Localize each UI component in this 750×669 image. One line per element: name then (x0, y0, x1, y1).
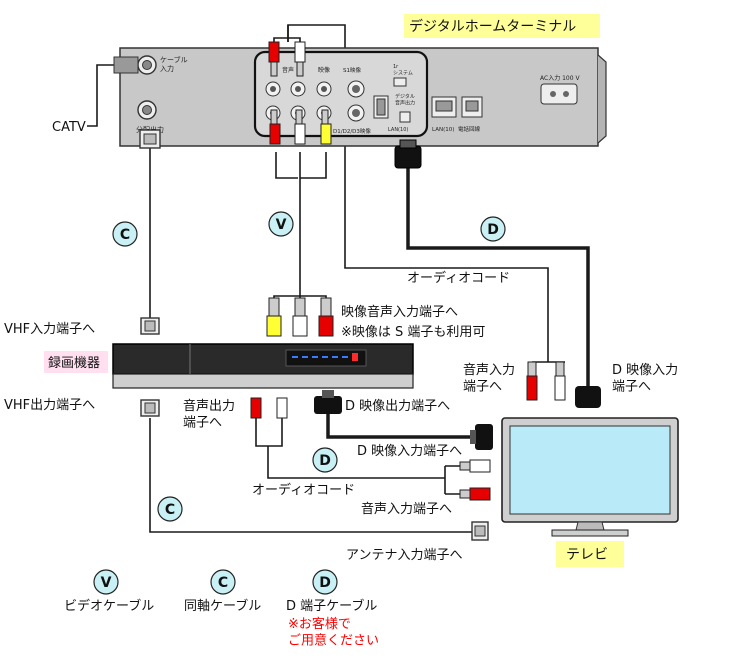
av-in-label-line1: 映像音声入力端子へ (341, 304, 458, 320)
d-in-top-label: D 映像入力端子へ (612, 363, 678, 394)
antenna-in-label: アンテナ入力端子へ (346, 548, 462, 563)
text-line: 端子へ (183, 415, 222, 430)
svg-text:C: C (218, 575, 228, 591)
coax-plug-terminal (139, 129, 161, 149)
catv-cable (87, 64, 122, 127)
audio-cord-bottom-label: オーディオコード (252, 482, 355, 498)
tuner-out-jack (137, 100, 157, 120)
audio-cord-top-split (273, 25, 301, 42)
terminal-name-tag: デジタルホームターミナル (404, 14, 600, 38)
s-video-label: S1映像 (343, 66, 361, 74)
ac-label: AC入力 100 V (540, 74, 580, 82)
terminal-top-plugs (268, 41, 306, 77)
av-in-label-line2: ※映像は S 端子も利用可 (341, 325, 485, 340)
svg-text:C: C (120, 227, 130, 243)
audio-cord-top-label: オーディオコード (407, 270, 510, 286)
terminal-d-plug (394, 139, 422, 169)
svg-text:D: D (487, 222, 499, 238)
audio-in-bottom-label: 音声入力端子へ (361, 501, 452, 517)
text-line: 端子へ (612, 379, 651, 394)
badge-d-top: D (480, 216, 506, 242)
user-supplied-note: ※お客様でご用意ください (288, 616, 379, 648)
legend-coax-cable: 同軸ケーブル (184, 598, 261, 614)
badge-d-mid: D (312, 447, 338, 473)
badges: C V D D C V C D (93, 211, 506, 595)
phone-port-label: 電話回線 (458, 125, 481, 133)
svg-text:D: D (319, 453, 331, 469)
tv-name-tag: テレビ (556, 541, 624, 567)
text-line: システム (393, 70, 413, 76)
cable-in-jack (113, 55, 157, 75)
digital-home-terminal: ケーブル入力 分配出力 音声 映像 S1映像 D1 (113, 47, 607, 149)
catv-label: CATV (52, 120, 86, 135)
d-cable-bottom (326, 412, 478, 439)
text-line: 端子へ (463, 379, 502, 394)
tv-name: テレビ (566, 547, 608, 563)
recorder-name: 録画機器 (48, 356, 100, 371)
svg-text:V: V (101, 575, 112, 591)
legend-video-cable: ビデオケーブル (64, 598, 154, 614)
recorder-name-tag: 録画機器 (44, 351, 108, 373)
audio-label: 音声 (282, 66, 294, 74)
d-out-label: D 映像出力端子へ (345, 399, 450, 414)
text-line: 入力 (160, 64, 174, 73)
s-video-jacks (347, 80, 365, 122)
d-cable-top (406, 168, 590, 388)
vhf-out-label: VHF出力端子へ (4, 398, 95, 413)
terminal-name: デジタルホームターミナル (409, 18, 576, 35)
legend-d-cable: D 端子ケーブル (286, 598, 377, 614)
recorder-audio-out-plugs (250, 397, 288, 419)
audio-out-label: 音声出力端子へ (183, 398, 235, 430)
d-in-tv-label: D 映像入力端子へ (357, 444, 462, 459)
text-line: ご用意ください (288, 632, 379, 648)
legend-badge-c: C (210, 569, 236, 595)
audio-in-top-label: 音声入力端子へ (463, 362, 515, 394)
ac-inlet (540, 83, 578, 105)
coax-cable-bottom (149, 418, 478, 533)
cable-in-label: ケーブル入力 (160, 55, 188, 73)
digital-audio-label: デジタル音声出力 (395, 93, 415, 106)
tv-audio-plugs-bottom (459, 459, 491, 501)
labels: CATV VHF入力端子へ VHF出力端子へ 映像音声入力端子へ ※映像は S … (4, 120, 678, 648)
svg-text:D: D (319, 575, 331, 591)
d-video-label: D1/D2/D3映像 (333, 127, 371, 135)
audio-cord-bottom (255, 418, 460, 495)
cable-in-text: ケーブル (160, 55, 188, 64)
recorder (112, 343, 414, 389)
lan-label: LAN(10) (388, 127, 408, 133)
text-line: 音声出力 (395, 99, 415, 106)
video-cable (273, 152, 327, 298)
d-cables (326, 168, 590, 439)
vhf-in-plug (140, 317, 160, 335)
badge-c-top: C (112, 221, 138, 247)
svg-text:C: C (165, 502, 175, 518)
tv-d-plug-bottom (470, 424, 493, 450)
video-label: 映像 (318, 66, 330, 74)
recorder-av-in-plugs (266, 297, 334, 337)
tv-antenna-plug (471, 521, 489, 541)
terminal-video-plugs (269, 109, 332, 145)
tv-audio-plugs-top (526, 361, 566, 401)
legend-badge-d: D (312, 569, 338, 595)
svg-text:V: V (276, 217, 287, 233)
legend-badge-v: V (93, 569, 119, 595)
badge-c-bottom: C (157, 496, 183, 522)
vhf-in-label: VHF入力端子へ (4, 322, 95, 337)
vhf-out-plug (140, 399, 160, 417)
recorder-d-plug (314, 390, 342, 414)
lan-port-label: LAN(10) (432, 127, 454, 133)
television (501, 417, 679, 537)
badge-v-top: V (268, 211, 294, 237)
tv-d-plug-top (575, 386, 601, 408)
text-line: デジタル (395, 93, 415, 100)
